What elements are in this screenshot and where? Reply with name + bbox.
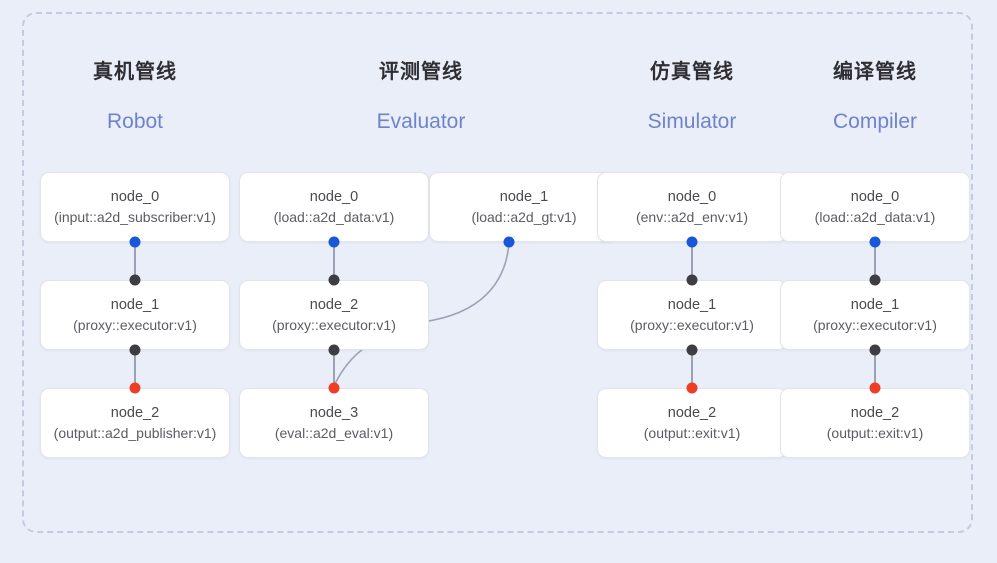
- column-header-evaluator: 评测管线 Evaluator: [321, 60, 521, 134]
- column-title-evaluator: 评测管线: [379, 61, 463, 83]
- node-name: node_2: [309, 297, 359, 313]
- node-name: node_0: [667, 189, 717, 205]
- column-header-simulator: 仿真管线 Simulator: [592, 60, 792, 134]
- node-card-simulator-1[interactable]: node_1 (proxy::executor:v1): [597, 280, 787, 350]
- port-compiler-1-in[interactable]: [869, 274, 881, 286]
- port-evaluator-2-in[interactable]: [328, 382, 340, 394]
- node-version: (output::exit:v1): [826, 425, 924, 441]
- node-version: (output::exit:v1): [643, 425, 741, 441]
- node-name: node_1: [850, 297, 900, 313]
- node-version: (load::a2d_gt:v1): [471, 209, 577, 225]
- node-version: (output::a2d_publisher:v1): [53, 425, 217, 441]
- port-evaluator-0-out[interactable]: [328, 236, 340, 248]
- port-robot-1-in[interactable]: [129, 274, 141, 286]
- node-name: node_1: [499, 189, 549, 205]
- node-name: node_2: [850, 405, 900, 421]
- edge-simulator-0-to-1: [691, 242, 693, 280]
- node-card-robot-0[interactable]: node_0 (input::a2d_subscriber:v1): [40, 172, 230, 242]
- edge-robot-1-to-2: [134, 350, 136, 388]
- column-header-robot: 真机管线 Robot: [35, 60, 235, 134]
- port-compiler-1-out[interactable]: [869, 344, 881, 356]
- port-evaluator-1-in[interactable]: [328, 274, 340, 286]
- node-version: (env::a2d_env:v1): [635, 209, 749, 225]
- node-name: node_0: [110, 189, 160, 205]
- edge-robot-0-to-1: [134, 242, 136, 280]
- node-version: (proxy::executor:v1): [630, 317, 754, 333]
- column-subtitle-compiler: Compiler: [832, 110, 918, 133]
- port-evaluator-gt-out[interactable]: [503, 236, 515, 248]
- column-title-compiler: 编译管线: [833, 61, 917, 83]
- node-card-compiler-1[interactable]: node_1 (proxy::executor:v1): [780, 280, 970, 350]
- port-simulator-1-in[interactable]: [686, 274, 698, 286]
- node-card-compiler-0[interactable]: node_0 (load::a2d_data:v1): [780, 172, 970, 242]
- node-card-robot-1[interactable]: node_1 (proxy::executor:v1): [40, 280, 230, 350]
- node-version: (load::a2d_data:v1): [273, 209, 395, 225]
- node-name: node_3: [309, 405, 359, 421]
- port-simulator-1-out[interactable]: [686, 344, 698, 356]
- node-name: node_1: [110, 297, 160, 313]
- node-name: node_0: [850, 189, 900, 205]
- node-card-simulator-2[interactable]: node_2 (output::exit:v1): [597, 388, 787, 458]
- port-robot-1-out[interactable]: [129, 344, 141, 356]
- node-version: (load::a2d_data:v1): [814, 209, 936, 225]
- edge-simulator-1-to-2: [691, 350, 693, 388]
- column-title-simulator: 仿真管线: [650, 61, 734, 83]
- node-card-robot-2[interactable]: node_2 (output::a2d_publisher:v1): [40, 388, 230, 458]
- edge-compiler-0-to-1: [874, 242, 876, 280]
- node-name: node_2: [667, 405, 717, 421]
- node-version: (proxy::executor:v1): [272, 317, 396, 333]
- column-title-robot: 真机管线: [93, 61, 177, 83]
- port-compiler-2-in[interactable]: [869, 382, 881, 394]
- node-card-evaluator-gt[interactable]: node_1 (load::a2d_gt:v1): [429, 172, 619, 242]
- port-evaluator-1-out[interactable]: [328, 344, 340, 356]
- node-version: (proxy::executor:v1): [813, 317, 937, 333]
- node-card-evaluator-0[interactable]: node_0 (load::a2d_data:v1): [239, 172, 429, 242]
- node-card-compiler-2[interactable]: node_2 (output::exit:v1): [780, 388, 970, 458]
- port-simulator-0-out[interactable]: [686, 236, 698, 248]
- node-version: (input::a2d_subscriber:v1): [54, 209, 216, 225]
- node-card-evaluator-1[interactable]: node_2 (proxy::executor:v1): [239, 280, 429, 350]
- port-compiler-0-out[interactable]: [869, 236, 881, 248]
- column-header-compiler: 编译管线 Compiler: [775, 60, 975, 134]
- node-name: node_0: [309, 189, 359, 205]
- column-subtitle-robot: Robot: [106, 110, 164, 133]
- diagram-dashed-frame: [22, 12, 973, 533]
- port-robot-0-out[interactable]: [129, 236, 141, 248]
- node-version: (eval::a2d_eval:v1): [274, 425, 394, 441]
- node-card-evaluator-2[interactable]: node_3 (eval::a2d_eval:v1): [239, 388, 429, 458]
- node-version: (proxy::executor:v1): [73, 317, 197, 333]
- edge-evaluator-0-to-1: [333, 242, 335, 280]
- node-name: node_2: [110, 405, 160, 421]
- port-robot-2-in[interactable]: [129, 382, 141, 394]
- column-subtitle-evaluator: Evaluator: [376, 110, 466, 133]
- node-name: node_1: [667, 297, 717, 313]
- column-subtitle-simulator: Simulator: [647, 110, 737, 133]
- edge-compiler-1-to-2: [874, 350, 876, 388]
- node-card-simulator-0[interactable]: node_0 (env::a2d_env:v1): [597, 172, 787, 242]
- port-simulator-2-in[interactable]: [686, 382, 698, 394]
